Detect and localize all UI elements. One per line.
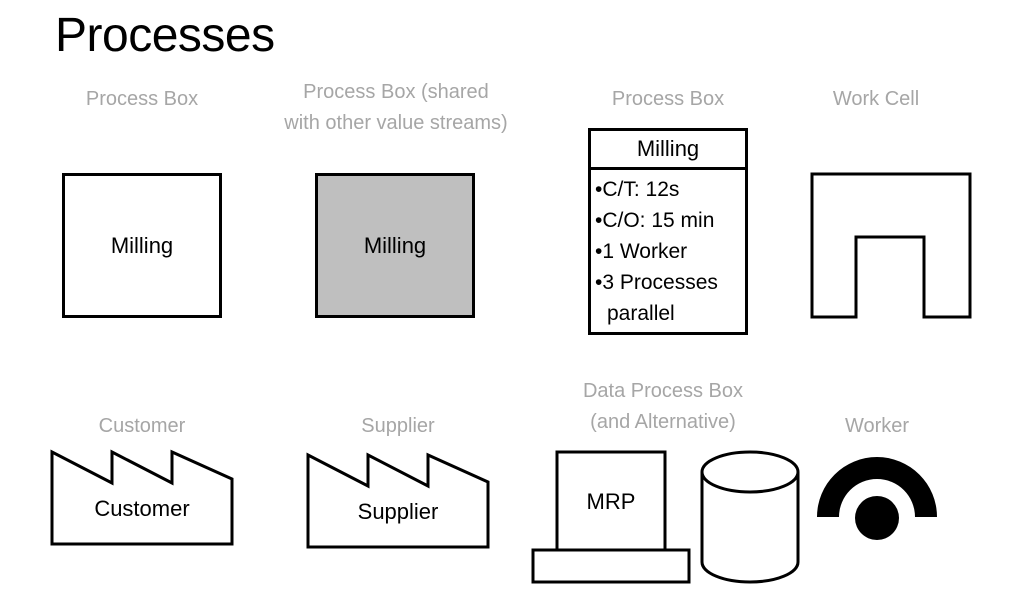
data-item-cycle-time: •C/T: 12s <box>595 178 680 201</box>
caption-customer: Customer <box>98 415 186 437</box>
process-data-list: •C/T: 12s •C/O: 15 min •1 Worker •3 Proc… <box>591 170 745 329</box>
data-item-processes: •3 Processes <box>595 271 718 294</box>
process-box-label: Milling <box>110 232 174 258</box>
supplier-label: Supplier <box>357 499 439 524</box>
caption-process-box: Process Box <box>85 88 199 110</box>
caption-supplier: Supplier <box>361 415 435 437</box>
customer-label: Customer <box>94 496 190 521</box>
work-cell-outline <box>810 172 972 319</box>
caption-data-process-box: Data Process Box (and Alternative) <box>563 376 763 438</box>
shared-process-box-label: Milling <box>363 232 427 258</box>
cylinder-body <box>700 472 800 584</box>
customer-factory-icon <box>50 449 234 546</box>
database-cylinder-icon <box>700 450 800 584</box>
worker-head <box>855 496 899 540</box>
customer-factory-outline <box>50 449 234 546</box>
caption-process-data-box: Process Box <box>611 88 725 110</box>
data-item-processes-cont: parallel <box>607 302 675 325</box>
mrp-monitor <box>555 450 667 552</box>
work-cell-icon <box>810 172 972 319</box>
cylinder-top <box>700 450 800 494</box>
shared-process-box: Milling <box>315 173 475 318</box>
caption-line: Process Box (shared <box>303 81 489 103</box>
caption-worker: Worker <box>844 415 910 437</box>
data-item-workers: •1 Worker <box>595 240 688 263</box>
worker-arc <box>817 457 937 517</box>
supplier-factory-icon <box>306 452 490 549</box>
process-data-box: Milling •C/T: 12s •C/O: 15 min •1 Worker… <box>588 128 748 335</box>
supplier-factory-outline <box>306 452 490 549</box>
caption-work-cell: Work Cell <box>832 88 920 110</box>
process-box: Milling <box>62 173 222 318</box>
caption-shared-process-box: Process Box (shared with other value str… <box>236 77 556 139</box>
worker-icon <box>817 457 937 540</box>
mrp-label: MRP <box>586 489 636 514</box>
page-title: Processes <box>55 9 275 62</box>
caption-line: with other value streams) <box>284 112 508 134</box>
caption-line: Data Process Box <box>582 380 744 402</box>
mrp-base <box>531 548 691 584</box>
process-data-box-header: Milling <box>591 131 745 170</box>
mrp-computer-icon <box>531 450 691 584</box>
caption-line: (and Alternative) <box>590 411 736 433</box>
data-item-changeover: •C/O: 15 min <box>595 209 715 232</box>
